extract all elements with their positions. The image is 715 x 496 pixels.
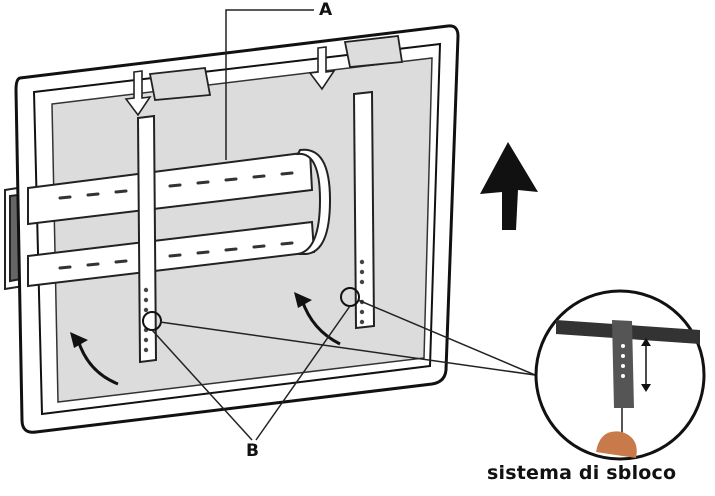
top-straps	[148, 35, 404, 101]
curved-arrow-heads	[70, 292, 312, 348]
tv-back-panel	[14, 24, 460, 434]
callout-lines	[151, 9, 536, 441]
release-system-inset	[534, 289, 706, 461]
curved-arrow-icon	[76, 299, 341, 386]
vertical-tv-arms	[136, 90, 376, 364]
release-system-caption: sistema di sbloco	[487, 462, 677, 484]
label-a: A	[319, 0, 333, 20]
arm-holes	[143, 259, 365, 353]
wall-bracket-a	[27, 148, 332, 288]
label-b: B	[246, 441, 259, 461]
bracket-slots	[58, 171, 294, 270]
down-arrow-icon	[124, 46, 336, 117]
up-arrow-icon	[480, 142, 538, 230]
